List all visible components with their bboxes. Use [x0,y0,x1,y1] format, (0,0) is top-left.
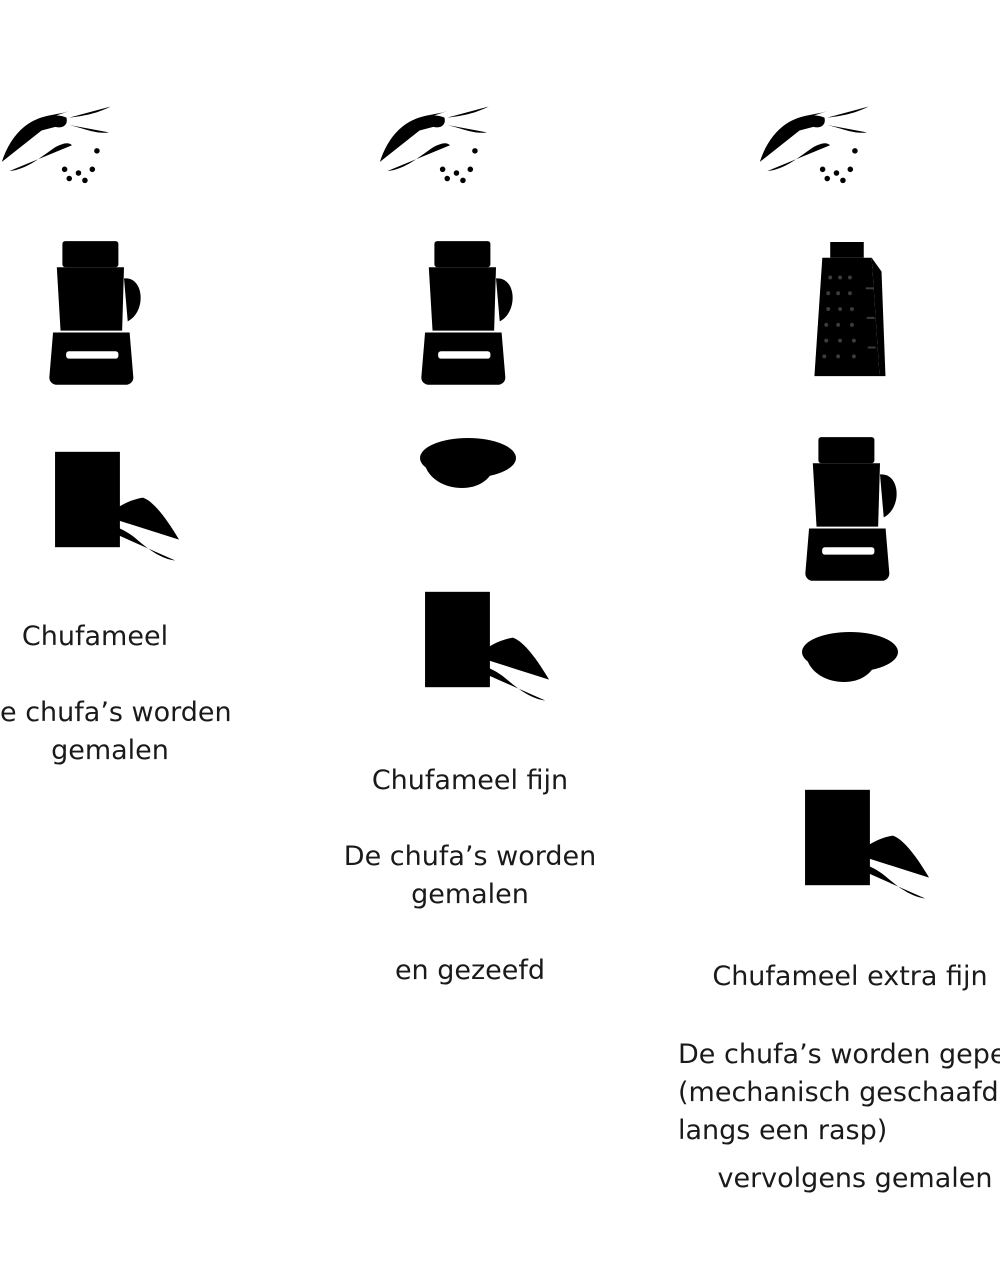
sieve-icon [720,616,900,786]
product-description: De chufa’s worden gemalen [343,841,597,910]
sieve-icon [338,422,518,592]
blender-icon [796,428,908,588]
product-process-note: en gezeefd [394,955,546,986]
chufa-plant-icon [378,60,498,190]
product-description: e chufa’s worden gemalen [0,697,232,766]
product-description: De chufa’s worden gepe (mechanisch gesch… [678,1039,1000,1146]
product-title: Chufameel [21,621,169,652]
flour-bag-icon [420,588,556,712]
chufa-plant-icon [0,60,120,190]
grater-icon [806,238,886,386]
product-process-note: vervolgens gemalen [717,1163,993,1194]
blender-icon [40,232,152,392]
product-title: Chufameel fijn [371,765,569,796]
chufa-plant-icon [758,60,878,190]
flour-bag-icon [800,786,936,910]
flour-bag-icon [50,448,186,572]
blender-icon [412,232,524,392]
product-title: Chufameel extra fijn [712,961,988,992]
